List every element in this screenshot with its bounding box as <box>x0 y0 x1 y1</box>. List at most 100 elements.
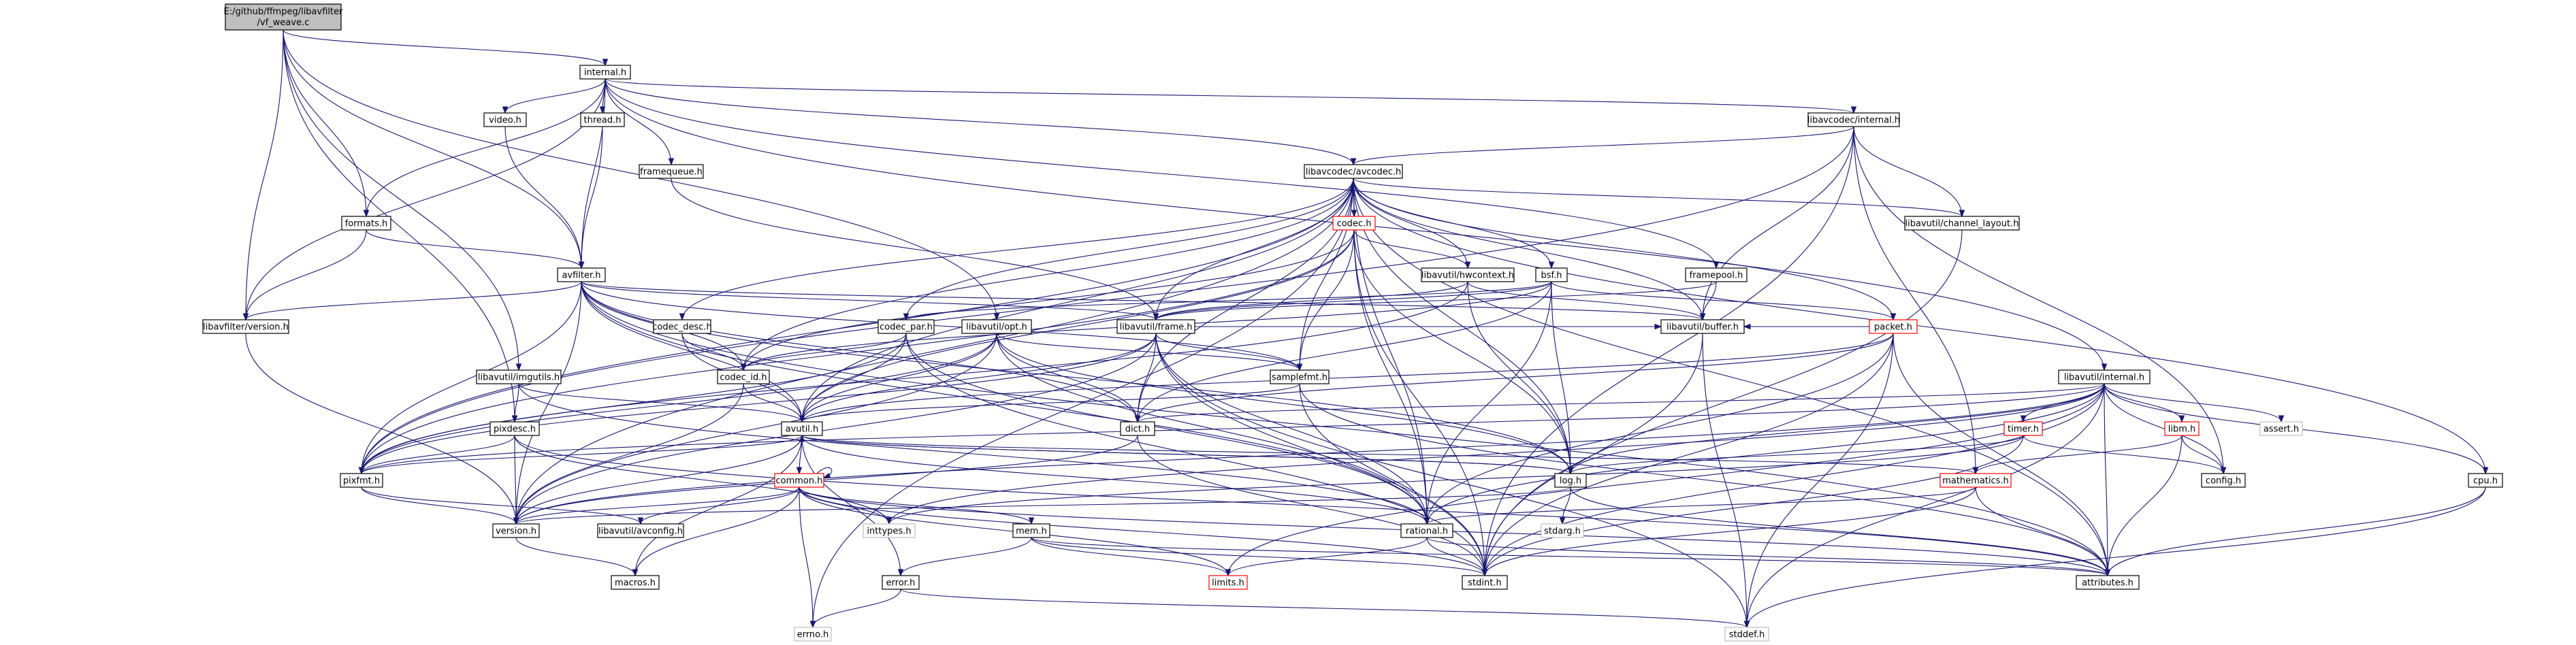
node-framequeue-h[interactable]: framequeue.h <box>639 164 704 179</box>
arrowhead <box>513 517 519 525</box>
node-formats-h[interactable]: formats.h <box>341 216 391 231</box>
node-libavfilter-version-h[interactable]: libavfilter/version.h <box>202 319 289 334</box>
node-log-h[interactable]: log.h <box>1554 473 1587 488</box>
node-codec-id-h[interactable]: codec_id.h <box>717 369 770 384</box>
node-libavutil-frame-h[interactable]: libavutil/frame.h <box>1116 319 1195 334</box>
arrowhead <box>1350 158 1357 166</box>
edge-mem_h-to-error_h <box>897 537 1032 577</box>
node-label: framequeue.h <box>640 167 703 178</box>
edge-log_h-to-avutil_h <box>799 434 1571 474</box>
edge-common_h-to-attributes_h <box>799 486 2111 577</box>
edge-libavutil_internal_h-to-assert_h <box>2104 383 2285 423</box>
node-limits-h[interactable]: limits.h <box>1208 575 1248 590</box>
node-libavcodec-avcodec-h[interactable]: libavcodec/avcodec.h <box>1304 164 1403 179</box>
node-libavutil-buffer-h[interactable]: libavutil/buffer.h <box>1660 319 1745 334</box>
node-label: libavutil/frame.h <box>1120 322 1193 333</box>
node-version-h[interactable]: version.h <box>492 523 540 538</box>
node-label: libavutil/opt.h <box>966 322 1027 333</box>
arrowhead <box>2220 467 2227 475</box>
node-libavutil-avconfig-h[interactable]: libavutil/avconfig.h <box>597 523 684 538</box>
arrowhead <box>2482 467 2489 475</box>
node-libavcodec-internal-h[interactable]: libavcodec/internal.h <box>1807 112 1900 127</box>
node-label: libavutil/hwcontext.h <box>1421 271 1514 281</box>
edge-common_h-to-macros_h <box>632 486 800 577</box>
node-common-h[interactable]: common.h <box>774 473 824 488</box>
node-packet-h[interactable]: packet.h <box>1869 319 1918 334</box>
edge-root-to-pixdesc_h <box>283 29 518 423</box>
node-internal-h[interactable]: internal.h <box>579 65 631 80</box>
node-pixfmt-h[interactable]: pixfmt.h <box>340 473 383 488</box>
node-cpu-h[interactable]: cpu.h <box>2468 473 2503 488</box>
node-video-h[interactable]: video.h <box>483 112 527 127</box>
node-libm-h[interactable]: libm.h <box>2164 421 2200 436</box>
arrowhead <box>1028 517 1035 525</box>
edge-bsf_h-to-packet_h <box>1551 281 1897 321</box>
node-label: pixfmt.h <box>343 476 380 486</box>
arrowhead <box>2104 569 2111 577</box>
edge-common_h-to-inttypes_h <box>799 486 892 525</box>
edge-libavutil_hwcontext_h-to-libavutil_frame_h <box>1153 281 1468 321</box>
node-libavutil-channel-layout-h[interactable]: libavutil/channel_layout.h <box>1904 216 2020 231</box>
node-libavutil-imgutils-h[interactable]: libavutil/imgutils.h <box>476 369 562 384</box>
edge-libavutil_internal_h-to-dict_h <box>1134 383 2105 423</box>
node-label: video.h <box>489 116 521 126</box>
node-error-h[interactable]: error.h <box>882 575 920 590</box>
edge-root-to-libavutil_imgutils_h <box>283 29 522 371</box>
arrowhead <box>993 313 1000 321</box>
node-thread-h[interactable]: thread.h <box>580 112 625 127</box>
node-codec-par-h[interactable]: codec_par.h <box>878 319 935 334</box>
node-samplefmt-h[interactable]: samplefmt.h <box>1270 369 1330 384</box>
node-avfilter-h[interactable]: avfilter.h <box>557 267 606 282</box>
node-libavutil-internal-h[interactable]: libavutil/internal.h <box>2058 369 2151 384</box>
arrowhead <box>799 415 805 423</box>
arrowhead <box>2101 363 2108 371</box>
node-label: dict.h <box>1125 425 1150 435</box>
node-libavutil-opt-h[interactable]: libavutil/opt.h <box>961 319 1032 334</box>
arrowhead <box>1134 415 1141 423</box>
node-mathematics-h[interactable]: mathematics.h <box>1939 473 2012 488</box>
node-label: cpu.h <box>2473 476 2498 486</box>
arrowhead <box>1713 261 1720 269</box>
node-label: error.h <box>886 578 916 589</box>
node-bsf-h[interactable]: bsf.h <box>1535 267 1568 282</box>
node-label: internal.h <box>584 68 626 78</box>
node-label: avfilter.h <box>562 271 600 281</box>
node-avutil-h[interactable]: avutil.h <box>781 421 823 436</box>
node-codec-h[interactable]: codec.h <box>1332 216 1376 231</box>
edge-internal_h-to-libavfilter_version_h <box>242 78 606 321</box>
node-stdint-h[interactable]: stdint.h <box>1462 575 1508 590</box>
node-label: pixdesc.h <box>494 425 536 435</box>
node-label: libavutil/internal.h <box>2064 373 2144 383</box>
arrowhead <box>1699 313 1706 321</box>
arrowhead <box>1890 313 1897 321</box>
node-framepool-h[interactable]: framepool.h <box>1685 267 1748 282</box>
node-label: codec_id.h <box>720 373 767 383</box>
arrowhead <box>897 569 904 577</box>
node-dict-h[interactable]: dict.h <box>1120 421 1155 436</box>
node-label: mathematics.h <box>1942 476 2009 486</box>
node-attributes-h[interactable]: attributes.h <box>2076 575 2140 590</box>
node-label: thread.h <box>584 116 622 126</box>
node-macros-h[interactable]: macros.h <box>611 575 660 590</box>
node-errno-h: errno.h <box>794 627 832 642</box>
node-mem-h[interactable]: mem.h <box>1012 523 1050 538</box>
node-libavutil-hwcontext-h[interactable]: libavutil/hwcontext.h <box>1421 267 1515 282</box>
edge-internal_h-to-libavcodec_internal_h <box>605 78 1857 114</box>
edge-codec_par_h-to-rational_h <box>905 333 1430 525</box>
arrowhead <box>740 363 747 371</box>
edge-libavcodec_avcodec_h-to-libavutil_buffer_h <box>1353 178 1706 321</box>
edge-formats_h-to-avfilter_h <box>366 229 585 269</box>
node-pixdesc-h[interactable]: pixdesc.h <box>489 421 540 436</box>
node-config-h[interactable]: config.h <box>2201 473 2246 488</box>
root-label-2: /vf_weave.c <box>257 18 310 28</box>
node-label: stddef.h <box>1729 630 1765 640</box>
node-timer-h[interactable]: timer.h <box>2003 421 2043 436</box>
edge-libavcodec_avcodec_h-to-packet_h <box>1353 178 1897 321</box>
arrowhead <box>1567 467 1574 475</box>
node-label: common.h <box>776 476 823 486</box>
edge-libavcodec_avcodec_h-to-codec_id_h <box>740 178 1354 371</box>
node-rational-h[interactable]: rational.h <box>1400 523 1453 538</box>
node-codec-desc-h[interactable]: codec_desc.h <box>652 319 712 334</box>
node-label: libavutil/channel_layout.h <box>1905 219 2019 229</box>
edge-root-to-libavfilter_version_h <box>242 29 284 321</box>
